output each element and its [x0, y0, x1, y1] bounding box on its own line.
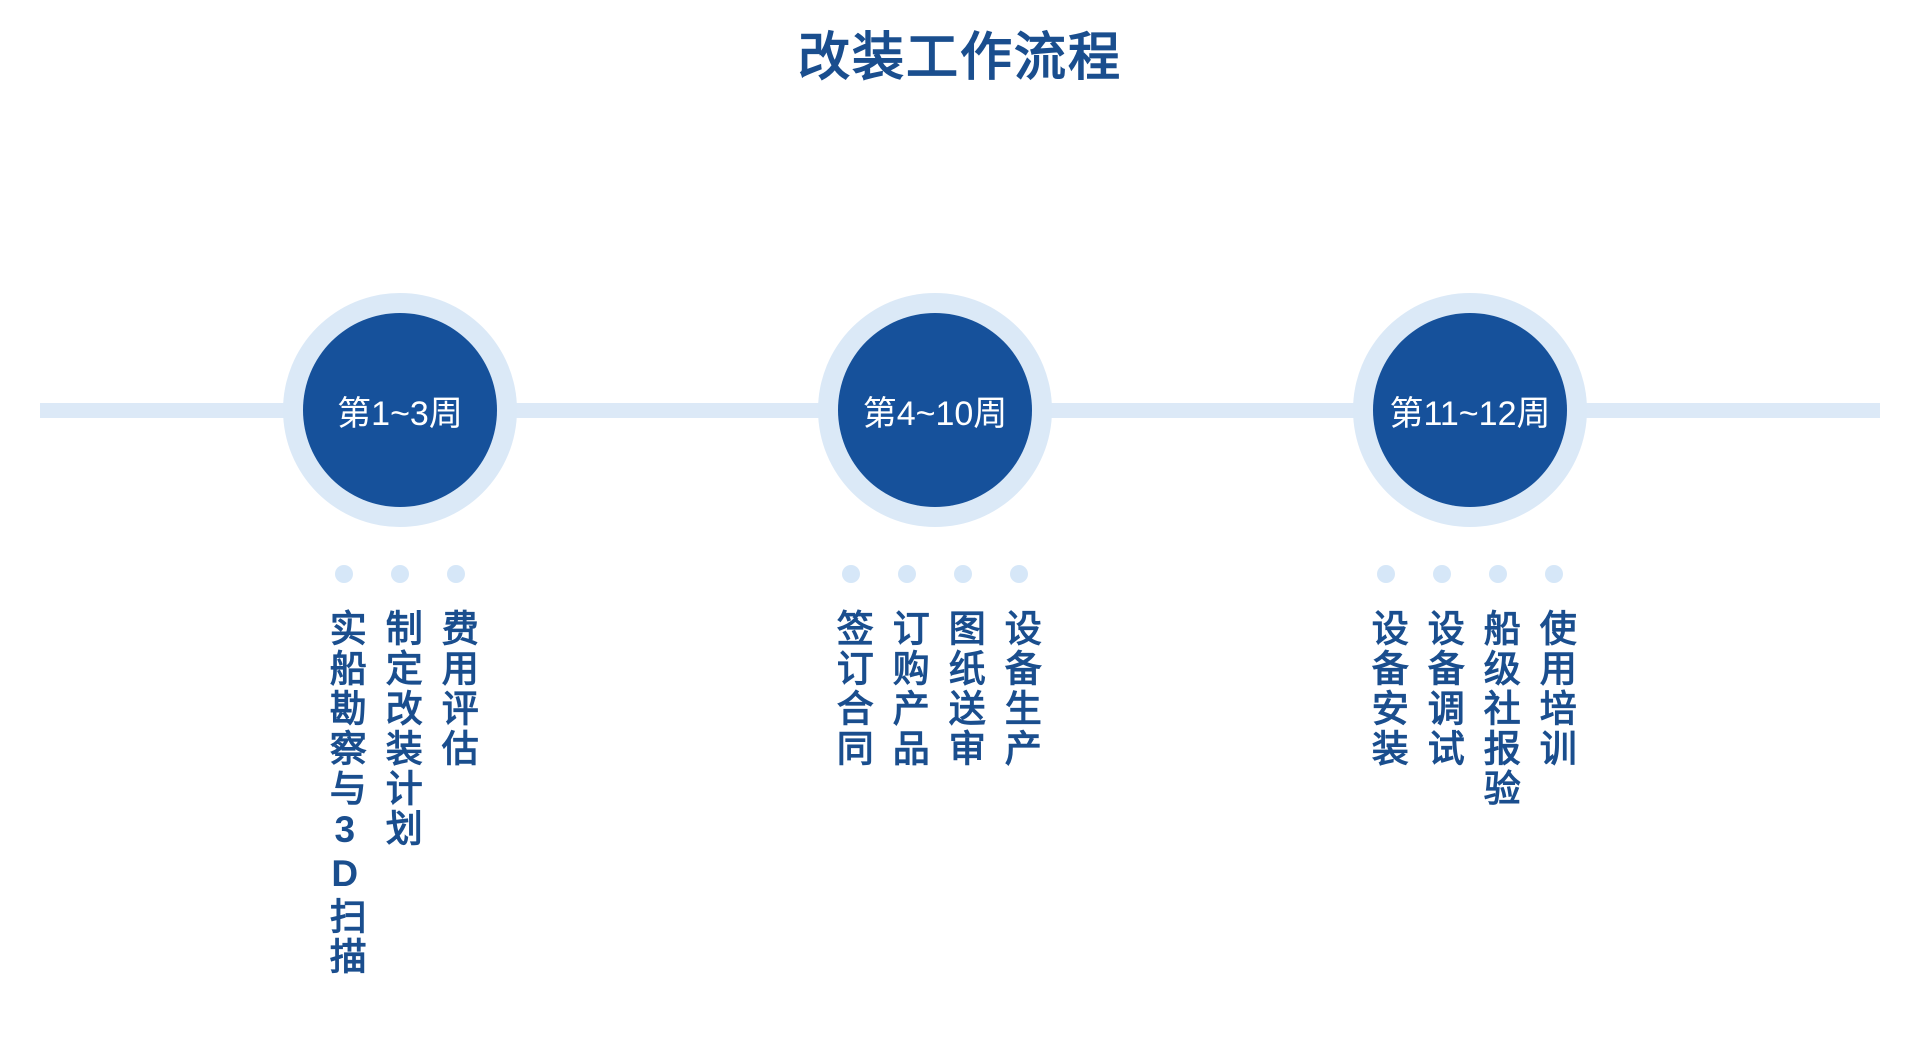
stage-2-item-label: 订购产品	[887, 609, 929, 769]
bullet-dot-icon	[1433, 565, 1451, 583]
stage-1-circle[interactable]: 第1~3周	[303, 313, 497, 507]
stage-1-period-label: 第1~3周	[337, 394, 463, 433]
stage-2-item-list: 设备生产 图纸送审 订购产品 签订合同	[760, 565, 1110, 769]
bullet-dot-icon	[335, 565, 353, 583]
list-item[interactable]: 费用评估	[428, 565, 484, 769]
stage-1-item-list: 费用评估 制定改装计划 实船勘察与3D扫描	[270, 565, 530, 977]
list-item[interactable]: 使用培训	[1526, 565, 1582, 769]
list-item[interactable]: 设备安装	[1358, 565, 1414, 769]
list-item[interactable]: 设备调试	[1414, 565, 1470, 769]
bullet-dot-icon	[1489, 565, 1507, 583]
stage-2-circle[interactable]: 第4~10周	[838, 313, 1032, 507]
bullet-dot-icon	[954, 565, 972, 583]
stage-1-item-label: 制定改装计划	[380, 609, 422, 849]
stage-1-item-label: 费用评估	[436, 609, 478, 769]
stage-2-item-label: 图纸送审	[943, 609, 985, 769]
page-title: 改装工作流程	[797, 29, 1122, 87]
bullet-dot-icon	[391, 565, 409, 583]
stage-3-item-label: 使用培训	[1534, 609, 1576, 769]
list-item[interactable]: 制定改装计划	[372, 565, 428, 849]
stage-2-period-label: 第4~10周	[862, 394, 1008, 433]
bullet-dot-icon	[1010, 565, 1028, 583]
list-item[interactable]: 图纸送审	[935, 565, 991, 769]
bullet-dot-icon	[447, 565, 465, 583]
stage-3-item-list: 使用培训 船级社报验 设备调试 设备安装	[1295, 565, 1645, 809]
stage-2-item-label: 签订合同	[831, 609, 873, 769]
bullet-dot-icon	[1377, 565, 1395, 583]
list-item[interactable]: 订购产品	[879, 565, 935, 769]
bullet-dot-icon	[898, 565, 916, 583]
stage-2-item-label: 设备生产	[999, 609, 1041, 769]
bullet-dot-icon	[842, 565, 860, 583]
stage-3-item-label: 设备安装	[1366, 609, 1408, 769]
list-item[interactable]: 实船勘察与3D扫描	[316, 565, 372, 977]
bullet-dot-icon	[1545, 565, 1563, 583]
list-item[interactable]: 签订合同	[823, 565, 879, 769]
stage-3-item-label: 设备调试	[1422, 609, 1464, 769]
stage-3-circle[interactable]: 第11~12周	[1373, 313, 1567, 507]
list-item[interactable]: 设备生产	[991, 565, 1047, 769]
list-item[interactable]: 船级社报验	[1470, 565, 1526, 809]
stage-3-period-label: 第11~12周	[1389, 394, 1551, 433]
stage-3-item-label: 船级社报验	[1478, 609, 1520, 809]
stage-1-item-label: 实船勘察与3D扫描	[324, 609, 366, 977]
